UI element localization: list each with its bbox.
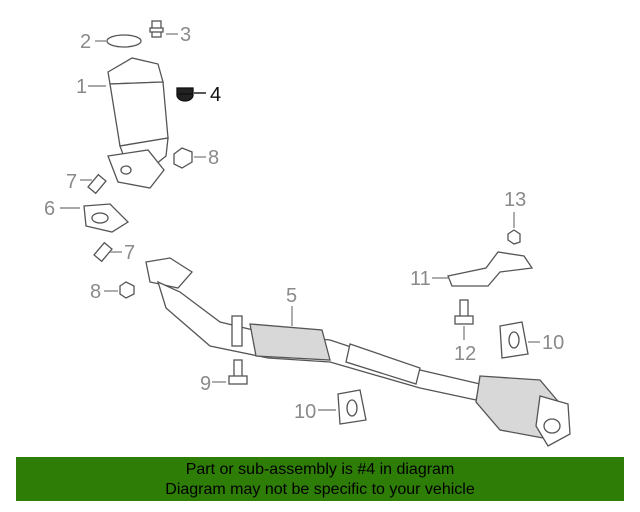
callout-2: 2 [80, 31, 91, 53]
callout-8-upper: 8 [208, 147, 219, 169]
info-banner-line-1: Part or sub-assembly is #4 in diagram [185, 461, 455, 478]
part-3-sensor [149, 20, 164, 38]
callout-7-lower: 7 [124, 242, 135, 264]
callout-10-left: 10 [294, 401, 316, 423]
part-7-stud-lower [93, 241, 113, 263]
callout-9: 9 [200, 373, 211, 395]
callout-13: 13 [504, 189, 526, 211]
callout-12: 12 [454, 343, 476, 365]
part-4-nut [176, 87, 194, 102]
callout-5: 5 [286, 285, 297, 307]
info-banner: Part or sub-assembly is #4 in diagram Di… [16, 457, 624, 501]
part-8-nut-upper [173, 147, 193, 169]
callout-10-right: 10 [542, 332, 564, 354]
part-11-bracket [447, 251, 534, 287]
part-2-gasket [106, 34, 142, 48]
part-5-exhaust-pipe [145, 257, 571, 447]
callout-11: 11 [410, 268, 431, 290]
callout-8-lower: 8 [90, 281, 101, 303]
part-12-bolt [454, 299, 474, 325]
callout-6: 6 [44, 198, 55, 220]
part-9-bolt [228, 359, 248, 385]
part-7-stud-upper [87, 173, 107, 195]
info-banner-line-2: Diagram may not be specific to your vehi… [165, 481, 475, 498]
part-8-nut-lower [119, 281, 135, 299]
part-13-nut [507, 229, 521, 245]
callout-3: 3 [180, 24, 191, 46]
callout-1: 1 [76, 76, 87, 98]
part-1-catalytic-converter [107, 57, 169, 189]
callout-7-upper: 7 [66, 171, 77, 193]
callout-4[interactable]: 4 [210, 84, 221, 106]
